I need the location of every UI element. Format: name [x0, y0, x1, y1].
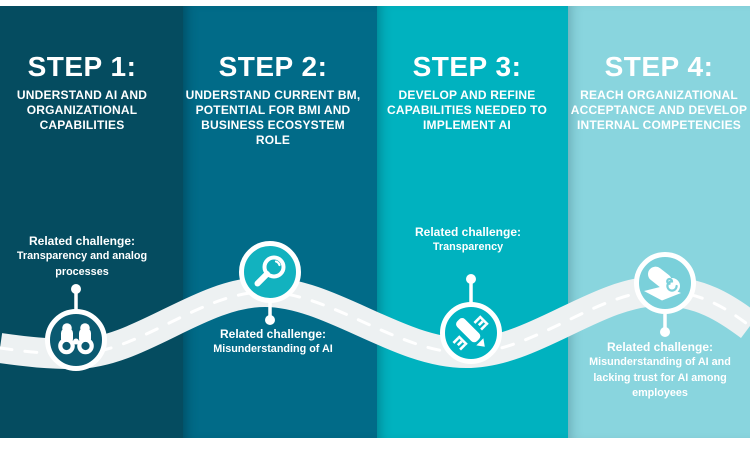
step2-challenge: Related challenge: Misunderstanding of A…: [187, 326, 359, 358]
step2-column: STEP 2: UNDERSTAND CURRENT BM, POTENTIAL…: [185, 50, 361, 148]
step4-challenge: Related challenge: Misunderstanding of A…: [574, 339, 746, 402]
step4-title: STEP 4:: [604, 51, 714, 82]
marker-stem-dot: [265, 315, 275, 325]
step3-title: STEP 3:: [412, 51, 522, 82]
step3-challenge-label: Related challenge:: [414, 225, 522, 239]
step4-band: [568, 6, 750, 438]
binoculars-glyph: [58, 323, 94, 355]
step4-column: STEP 4: REACH ORGANIZATIONAL ACCEPTANCE …: [570, 50, 748, 133]
step1-challenge-label: Related challenge:: [28, 234, 136, 248]
step1-challenge-text: Transparency and analog processes: [16, 250, 148, 278]
step3-challenge-text: Transparency: [432, 241, 504, 253]
marker-stem-dot: [71, 284, 81, 294]
step1-subtitle: UNDERSTAND AI AND ORGANIZATIONAL CAPABIL…: [16, 88, 148, 132]
magnifier-glyph: [254, 255, 286, 287]
pencil-ruler-icon: [440, 274, 502, 364]
marker-circle: [239, 241, 301, 303]
binoculars-icon: [45, 284, 107, 371]
step3-subtitle: DEVELOP AND REFINE CAPABILITIES NEEDED T…: [387, 88, 547, 132]
step4-challenge-text: Misunderstanding of AI and lacking trust…: [589, 356, 731, 399]
paper-roll-icon: [634, 252, 696, 337]
step3-column: STEP 3: DEVELOP AND REFINE CAPABILITIES …: [378, 50, 556, 133]
pencil-ruler-glyph: [452, 315, 489, 351]
magnifier-icon: [239, 241, 301, 325]
step4-subtitle: REACH ORGANIZATIONAL ACCEPTANCE AND DEVE…: [570, 88, 748, 132]
step2-subtitle: UNDERSTAND CURRENT BM, POTENTIAL FOR BMI…: [185, 88, 361, 147]
step4-challenge-label: Related challenge:: [606, 340, 714, 354]
step2-band: [183, 6, 377, 438]
step1-column: STEP 1: UNDERSTAND AI AND ORGANIZATIONAL…: [0, 50, 167, 133]
step2-challenge-text: Misunderstanding of AI: [213, 343, 333, 355]
step3-challenge: Related challenge: Transparency: [382, 224, 554, 256]
marker-stem-dot: [660, 327, 670, 337]
paper-roll-glyph: [644, 266, 681, 301]
step1-challenge: Related challenge: Transparency and anal…: [0, 233, 167, 280]
step1-title: STEP 1:: [27, 51, 137, 82]
step2-title: STEP 2:: [218, 51, 328, 82]
step2-challenge-label: Related challenge:: [219, 327, 327, 341]
marker-stem-dot: [466, 274, 476, 284]
